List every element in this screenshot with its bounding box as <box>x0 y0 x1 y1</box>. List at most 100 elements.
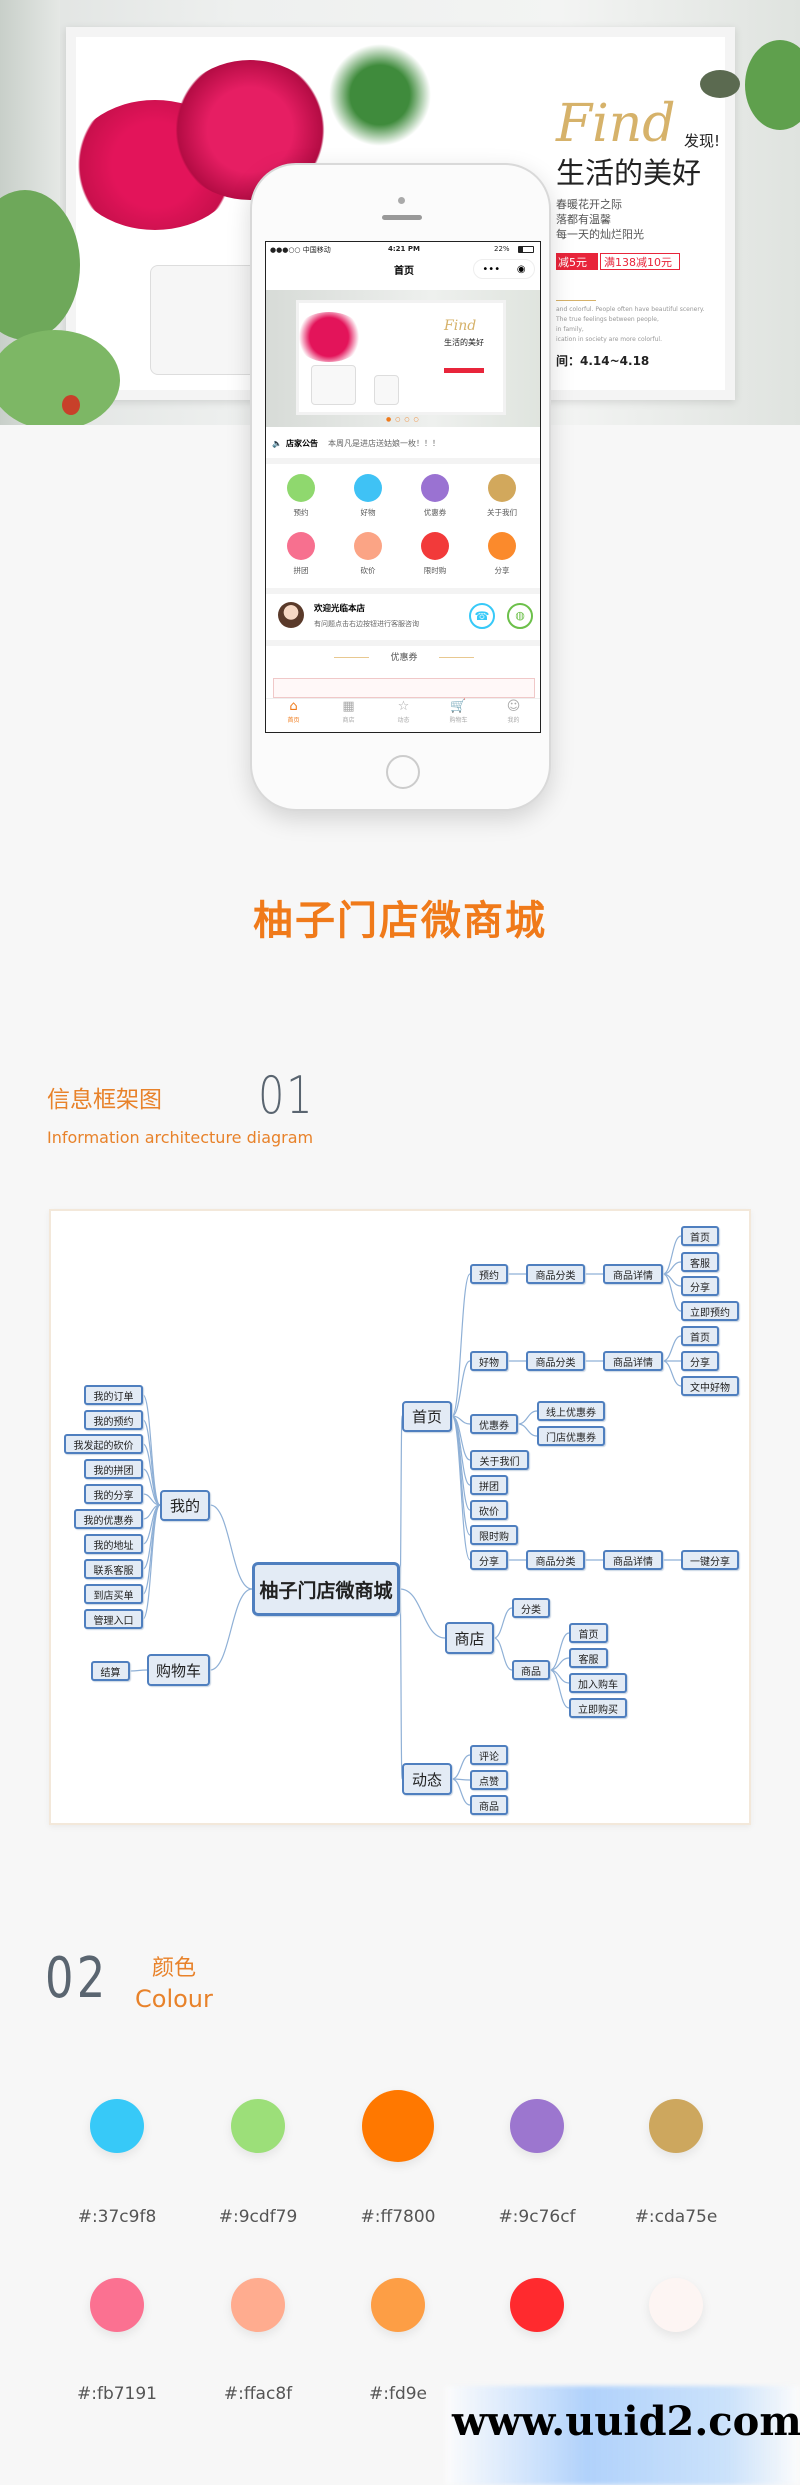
diagram-node: 加入购车 <box>569 1673 627 1693</box>
diagram-connector <box>142 1419 161 1506</box>
welcome-subtitle: 有问题点击右边按钮进行客服咨询 <box>314 620 419 628</box>
color-swatch <box>90 2099 144 2153</box>
feature-label[interactable]: 优惠券 <box>423 508 447 517</box>
leaf-image <box>0 330 120 425</box>
feature-icon[interactable] <box>488 532 516 560</box>
close-icon[interactable]: ◉ <box>516 263 526 275</box>
carousel-dots[interactable]: ● ○ ○ ○ <box>386 416 420 423</box>
feature-icon[interactable] <box>354 532 382 560</box>
feature-label[interactable]: 关于我们 <box>487 508 517 517</box>
color-hex-label: #:ffac8f <box>223 2384 293 2404</box>
diagram-node: 动态 <box>402 1763 452 1795</box>
divider <box>556 300 596 301</box>
phone-mockup: ●●●○○ 中国移动 4:21 PM 22% 首页 •••◉ Find 生活的美… <box>250 163 551 811</box>
diagram-node: 管理入口 <box>84 1609 143 1629</box>
diagram-node: 优惠券 <box>470 1414 518 1434</box>
section2-number: 02 <box>45 1946 109 2011</box>
diagram-connector <box>451 1778 471 1806</box>
feature-label[interactable]: 分享 <box>494 566 510 575</box>
diagram-node: 柚子门店微商城 <box>252 1562 400 1616</box>
diagram-node: 我的拼团 <box>84 1459 143 1479</box>
section2-title-cn: 颜色 <box>152 1956 197 1981</box>
diagram-node: 商品 <box>470 1795 508 1815</box>
color-hex-label: #:cda75e <box>634 2207 718 2227</box>
diagram-connector <box>451 1415 471 1561</box>
tab-0[interactable]: ⌂首页 <box>266 699 321 732</box>
diagram-connector <box>517 1423 538 1437</box>
diagram-node: 商品分类 <box>526 1550 585 1570</box>
feature-label[interactable]: 拼团 <box>293 566 309 575</box>
tab-2[interactable]: ☆动态 <box>376 699 431 732</box>
tab-label: 我的 <box>507 717 520 724</box>
color-swatch <box>510 2278 564 2332</box>
diagram-node: 我的优惠券 <box>74 1509 143 1529</box>
flower-pot <box>374 375 399 405</box>
diagram-node: 好物 <box>470 1351 508 1371</box>
notice-bar[interactable]: 🔈 店家公告 本周凡是进店送姑娘一枚！！！ <box>266 428 540 458</box>
home-button[interactable] <box>386 755 420 789</box>
diagram-connector <box>662 1335 682 1362</box>
feature-grid: 预约 好物 优惠券 关于我们拼团 砍价 限时购 分享 <box>266 464 540 588</box>
feature-icon[interactable] <box>287 532 315 560</box>
watermark: www.uuid2.com <box>452 2398 800 2445</box>
color-swatch <box>90 2278 144 2332</box>
status-carrier: ●●●○○ 中国移动 <box>270 246 331 254</box>
diagram-node: 联系客服 <box>84 1559 143 1579</box>
more-icon[interactable]: ••• <box>482 263 501 275</box>
banner-carousel[interactable]: Find 生活的美好 ● ○ ○ ○ <box>266 290 540 427</box>
diagram-node: 商品分类 <box>526 1351 585 1371</box>
hero-find-cn: 发现! <box>684 132 721 150</box>
diagram-connector <box>493 1607 513 1639</box>
feature-label[interactable]: 好物 <box>360 508 376 517</box>
tab-3[interactable]: 🛒购物车 <box>431 699 486 732</box>
hero-line: 春暖花开之际 <box>556 198 622 211</box>
hero-line: 落都有温馨 <box>556 213 611 226</box>
diagram-connector <box>129 1669 148 1672</box>
diagram-node: 分享 <box>470 1550 508 1570</box>
diagram-node: 一键分享 <box>681 1550 739 1570</box>
watermark-backdrop <box>445 2386 800 2485</box>
section1-title-en: Information architecture diagram <box>47 1128 314 1147</box>
diagram-node: 首页 <box>681 1326 719 1346</box>
capsule-menu[interactable]: ••• ◉ <box>473 259 535 279</box>
nav-title: 首页 <box>394 266 414 277</box>
diagram-connector <box>451 1360 471 1417</box>
divider <box>334 657 369 658</box>
diagram-node: 首页 <box>681 1226 719 1246</box>
bird-image <box>700 70 740 98</box>
speaker <box>382 215 422 220</box>
diagram-node: 客服 <box>569 1648 608 1668</box>
divider <box>266 458 540 464</box>
color-swatch <box>649 2278 703 2332</box>
feature-icon[interactable] <box>421 474 449 502</box>
diagram-connector <box>209 1588 253 1671</box>
divider <box>439 657 474 658</box>
status-battery: 22% <box>494 245 510 253</box>
hero-badge-outline: 满138减10元 <box>600 253 680 270</box>
feature-icon[interactable] <box>421 532 449 560</box>
tab-label: 购物车 <box>449 717 468 724</box>
feature-icon[interactable] <box>488 474 516 502</box>
diagram-connector <box>399 1588 403 1780</box>
diagram-connector <box>399 1588 446 1639</box>
phone-call-button[interactable]: ☎ <box>469 603 495 629</box>
hero-date: 间：4.14~4.18 <box>556 354 650 368</box>
feature-icon[interactable] <box>287 474 315 502</box>
tab-4[interactable]: ☺我的 <box>486 699 540 732</box>
flower-image <box>294 312 364 362</box>
wechat-button[interactable]: ◍ <box>507 603 533 629</box>
coupon-section-title: 优惠券 <box>390 653 418 663</box>
diagram-connector <box>662 1360 682 1387</box>
feature-label[interactable]: 砍价 <box>360 566 376 575</box>
diagram-node: 分享 <box>681 1276 719 1296</box>
hero-english: ication in society are more colorful. <box>556 336 663 343</box>
feature-label[interactable]: 限时购 <box>423 566 447 575</box>
diagram-node: 砍价 <box>470 1500 508 1520</box>
diagram-node: 商店 <box>445 1622 494 1654</box>
color-hex-label: #:fd9e <box>368 2384 428 2404</box>
tab-1[interactable]: ▦商店 <box>321 699 376 732</box>
feature-icon[interactable] <box>354 474 382 502</box>
coupon-card[interactable] <box>273 678 535 698</box>
hero-english: in family, <box>556 326 584 333</box>
feature-label[interactable]: 预约 <box>293 508 309 517</box>
